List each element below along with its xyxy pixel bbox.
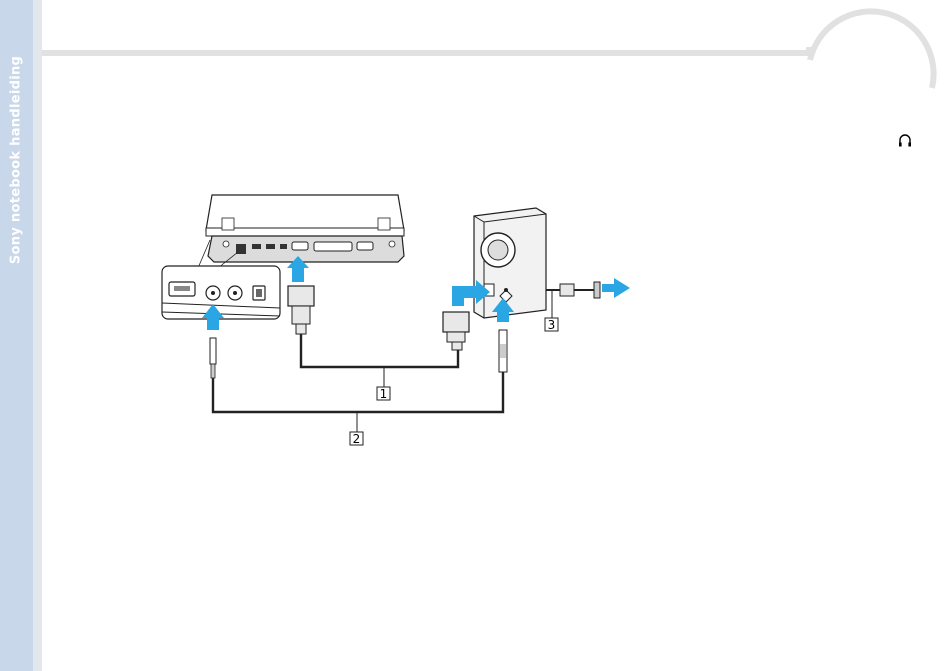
callout-3: 3 xyxy=(545,318,558,332)
laptop-illustration xyxy=(198,195,404,268)
callout-1: 1 xyxy=(377,387,390,401)
monitor-cable xyxy=(288,286,469,367)
callout-2-label: 2 xyxy=(353,432,361,446)
speaker-illustration xyxy=(474,208,600,318)
callout-3-label: 3 xyxy=(548,318,556,332)
callout-1-label: 1 xyxy=(380,387,388,401)
port-panel-zoom xyxy=(162,266,280,319)
arrow-right-power xyxy=(602,278,630,298)
callout-2: 2 xyxy=(350,432,363,446)
